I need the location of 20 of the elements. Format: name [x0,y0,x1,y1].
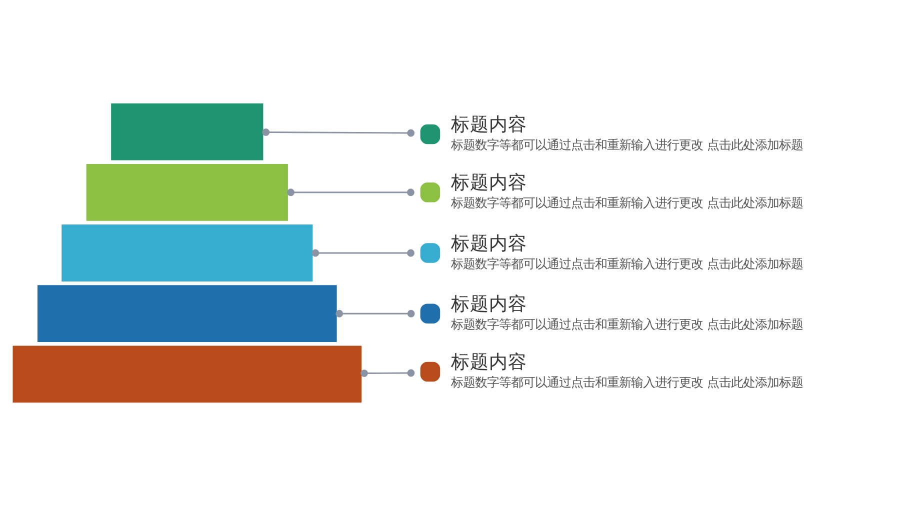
node-label: 标题数字等都可以通过点击和重新输入进行更改 点击此处添加标题 [451,256,804,271]
node-bar [111,103,264,160]
node-label: 标题数字等都可以通过点击和重新输入进行更改 点击此处添加标题 [451,376,804,390]
connector [287,188,414,196]
connector [336,310,415,318]
connector [360,369,415,377]
node-label: 标题数字等都可以通过点击和重新输入进行更改 点击此处添加标题 [451,138,804,152]
node-label: 标题内容 [451,172,528,194]
node-label: 标题数字等都可以通过点击和重新输入进行更改 点击此处添加标题 [451,196,804,210]
node-bar [86,164,288,221]
node-label: 标题内容 [451,114,528,136]
node-bar [37,285,337,342]
node-label: 标题数字等都可以通过点击和重新输入进行更改 点击此处添加标题 [451,317,804,332]
connector [312,249,414,257]
node-label: 标题内容 [451,352,528,374]
node-label: 标题内容 [451,233,528,254]
node-bar [12,346,362,403]
connector [262,128,415,137]
node-label: 标题内容 [451,294,528,315]
node-bar [62,224,313,282]
